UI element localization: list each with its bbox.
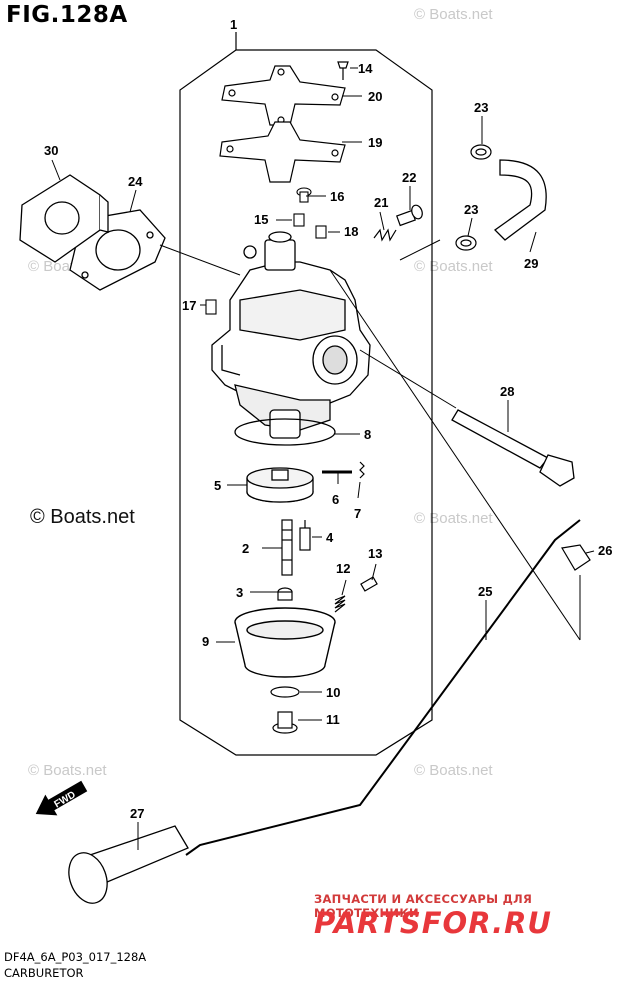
callout-labels: 1 2 3 4 5 6 7 8 9 10 11 12 13 14 15 16 1… [44, 17, 612, 821]
needle-valve-4 [299, 520, 311, 551]
callout-23b: 23 [464, 202, 478, 217]
callout-25: 25 [478, 584, 492, 599]
bolt-28 [451, 409, 575, 487]
callout-18: 18 [344, 224, 358, 239]
float-bowl-9 [234, 607, 336, 678]
o-ring-8 [234, 418, 336, 446]
screw-16 [296, 187, 312, 203]
diagram-name: CARBURETOR [4, 966, 84, 980]
callout-27: 27 [130, 806, 144, 821]
callout-10: 10 [326, 685, 340, 700]
screw-14 [337, 61, 349, 80]
diagram-code: DF4A_6A_P03_017_128A [4, 950, 147, 964]
watermark: © Boats.net [414, 258, 493, 275]
fwd-label: FWD [52, 790, 77, 811]
brand-tagline: ЗАПЧАСТИ И АКСЕССУАРЫ ДЛЯ МОТОТЕХНИКИ [314, 892, 533, 920]
spring-17 [205, 299, 217, 315]
rod-clip-26 [561, 544, 591, 571]
callout-29: 29 [524, 256, 538, 271]
callout-14: 14 [358, 61, 373, 76]
watermark: © Boats.net [414, 762, 493, 779]
callout-2: 2 [242, 541, 249, 556]
callout-7: 7 [354, 506, 361, 521]
callout-22: 22 [402, 170, 416, 185]
hose-clamp-23-b [455, 235, 477, 251]
hose-clamp-23 [470, 144, 492, 160]
choke-rod-25 [185, 519, 581, 856]
clip-7 [359, 461, 365, 479]
watermark: © Boats.net [414, 6, 493, 23]
callout-30: 30 [44, 143, 58, 158]
drain-bolt-11 [272, 711, 298, 734]
insulator-30 [19, 174, 109, 263]
callout-6: 6 [332, 492, 339, 507]
brand-logo: PARTSFOR.RU [314, 906, 552, 940]
callout-23: 23 [474, 100, 488, 115]
watermark-large: © Boats.net [30, 506, 135, 528]
screw-22 [396, 204, 423, 227]
callout-3: 3 [236, 585, 243, 600]
callout-12: 12 [336, 561, 350, 576]
callout-13: 13 [368, 546, 382, 561]
callout-15: 15 [254, 212, 268, 227]
callout-16: 16 [330, 189, 344, 204]
gasket-19 [219, 121, 346, 183]
spring-21 [373, 228, 397, 242]
spring-15 [293, 213, 305, 227]
callout-8: 8 [364, 427, 371, 442]
gasket-20 [221, 65, 346, 126]
watermark: © Boats.net [28, 762, 107, 779]
nozzle-2 [281, 519, 293, 576]
fwd-arrow-icon [35, 780, 88, 816]
gasket-10 [270, 686, 300, 698]
fuel-hose-29 [493, 159, 547, 241]
callout-9: 9 [202, 634, 209, 649]
callout-5: 5 [214, 478, 221, 493]
callout-24: 24 [128, 174, 143, 189]
spring-12 [334, 595, 346, 613]
callout-20: 20 [368, 89, 382, 104]
callout-11: 11 [326, 712, 340, 727]
callout-17: 17 [182, 298, 196, 313]
screw-13 [360, 576, 378, 592]
watermark: © Boats.net [414, 510, 493, 527]
choke-knob-27 [68, 825, 189, 904]
figure-title: FIG.128A [6, 2, 128, 28]
callout-21: 21 [374, 195, 388, 210]
assembly-frame [179, 49, 433, 756]
callout-19: 19 [368, 135, 382, 150]
callout-28: 28 [500, 384, 514, 399]
jet-3 [277, 587, 293, 601]
float-5 [246, 467, 314, 503]
callout-4: 4 [326, 530, 334, 545]
spring-18 [315, 225, 327, 239]
callout-26: 26 [598, 543, 612, 558]
carburetor-body [211, 231, 371, 439]
callout-1: 1 [230, 17, 237, 32]
